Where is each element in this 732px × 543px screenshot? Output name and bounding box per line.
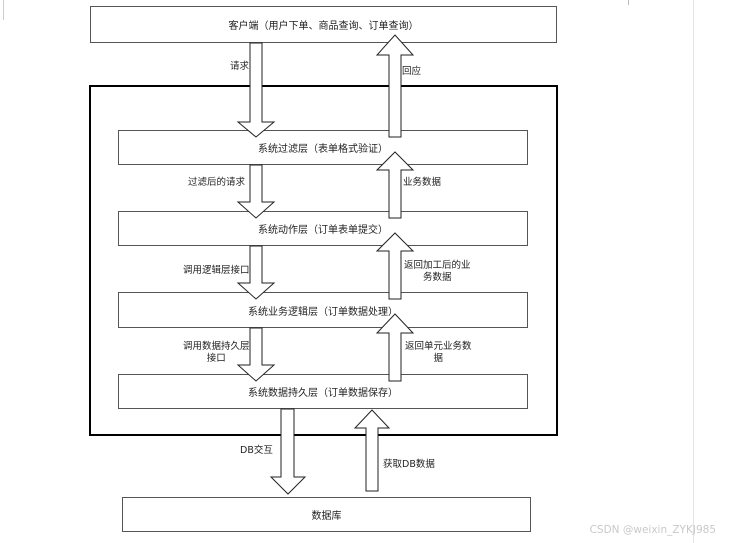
arrow-get-db-data	[353, 409, 391, 492]
label-return-unit: 返回单元业务数 据	[405, 341, 472, 365]
label-response: 回应	[402, 66, 422, 77]
label-db-interact: DB交互	[240, 445, 273, 456]
label-call-logic: 调用逻辑层接口	[183, 265, 250, 276]
label-return-processed-line1: 返回加工后的业	[404, 260, 471, 271]
label-return-unit-line2: 据	[433, 353, 444, 364]
label-return-processed-line2: 务数据	[423, 272, 452, 283]
page-edge-mark	[628, 0, 629, 5]
arrow-business-data	[375, 151, 415, 219]
label-filtered-request: 过滤后的请求	[188, 177, 246, 188]
arrow-db-interact	[269, 408, 307, 495]
arrow-return-unit	[375, 313, 415, 382]
arrow-call-persist	[236, 327, 276, 382]
label-business-data: 业务数据	[403, 177, 442, 188]
client-node: 客户端（用户下单、商品查询、订单查询）	[90, 6, 557, 43]
label-return-unit-line1: 返回单元业务数	[405, 341, 472, 352]
arrow-filtered-request	[236, 164, 276, 219]
label-return-processed: 返回加工后的业 务数据	[404, 260, 471, 284]
page-edge-line	[3, 0, 4, 20]
arrow-response	[375, 34, 415, 138]
filter-layer-node: 系统过滤层（表单格式验证）	[118, 130, 528, 165]
label-call-persist-line2: 接口	[206, 353, 226, 364]
server-system-frame	[89, 85, 558, 436]
page-right-border	[693, 0, 694, 543]
database-node: 数据库	[122, 497, 531, 532]
business-logic-layer-node: 系统业务逻辑层（订单数据处理）	[118, 292, 528, 328]
arrow-request	[236, 42, 276, 138]
arrow-return-processed	[375, 232, 415, 300]
label-call-persist: 调用数据持久层 接口	[183, 341, 250, 365]
action-layer-node: 系统动作层（订单表单提交）	[118, 211, 528, 246]
watermark: CSDN @weixin_ZYKJ985	[589, 524, 716, 536]
persistence-layer-node: 系统数据持久层（订单数据保存）	[118, 374, 528, 409]
label-call-persist-line1: 调用数据持久层	[183, 341, 250, 352]
arrow-call-logic	[236, 245, 276, 300]
label-get-db-data: 获取DB数据	[383, 459, 435, 470]
label-request: 请求	[230, 61, 250, 72]
